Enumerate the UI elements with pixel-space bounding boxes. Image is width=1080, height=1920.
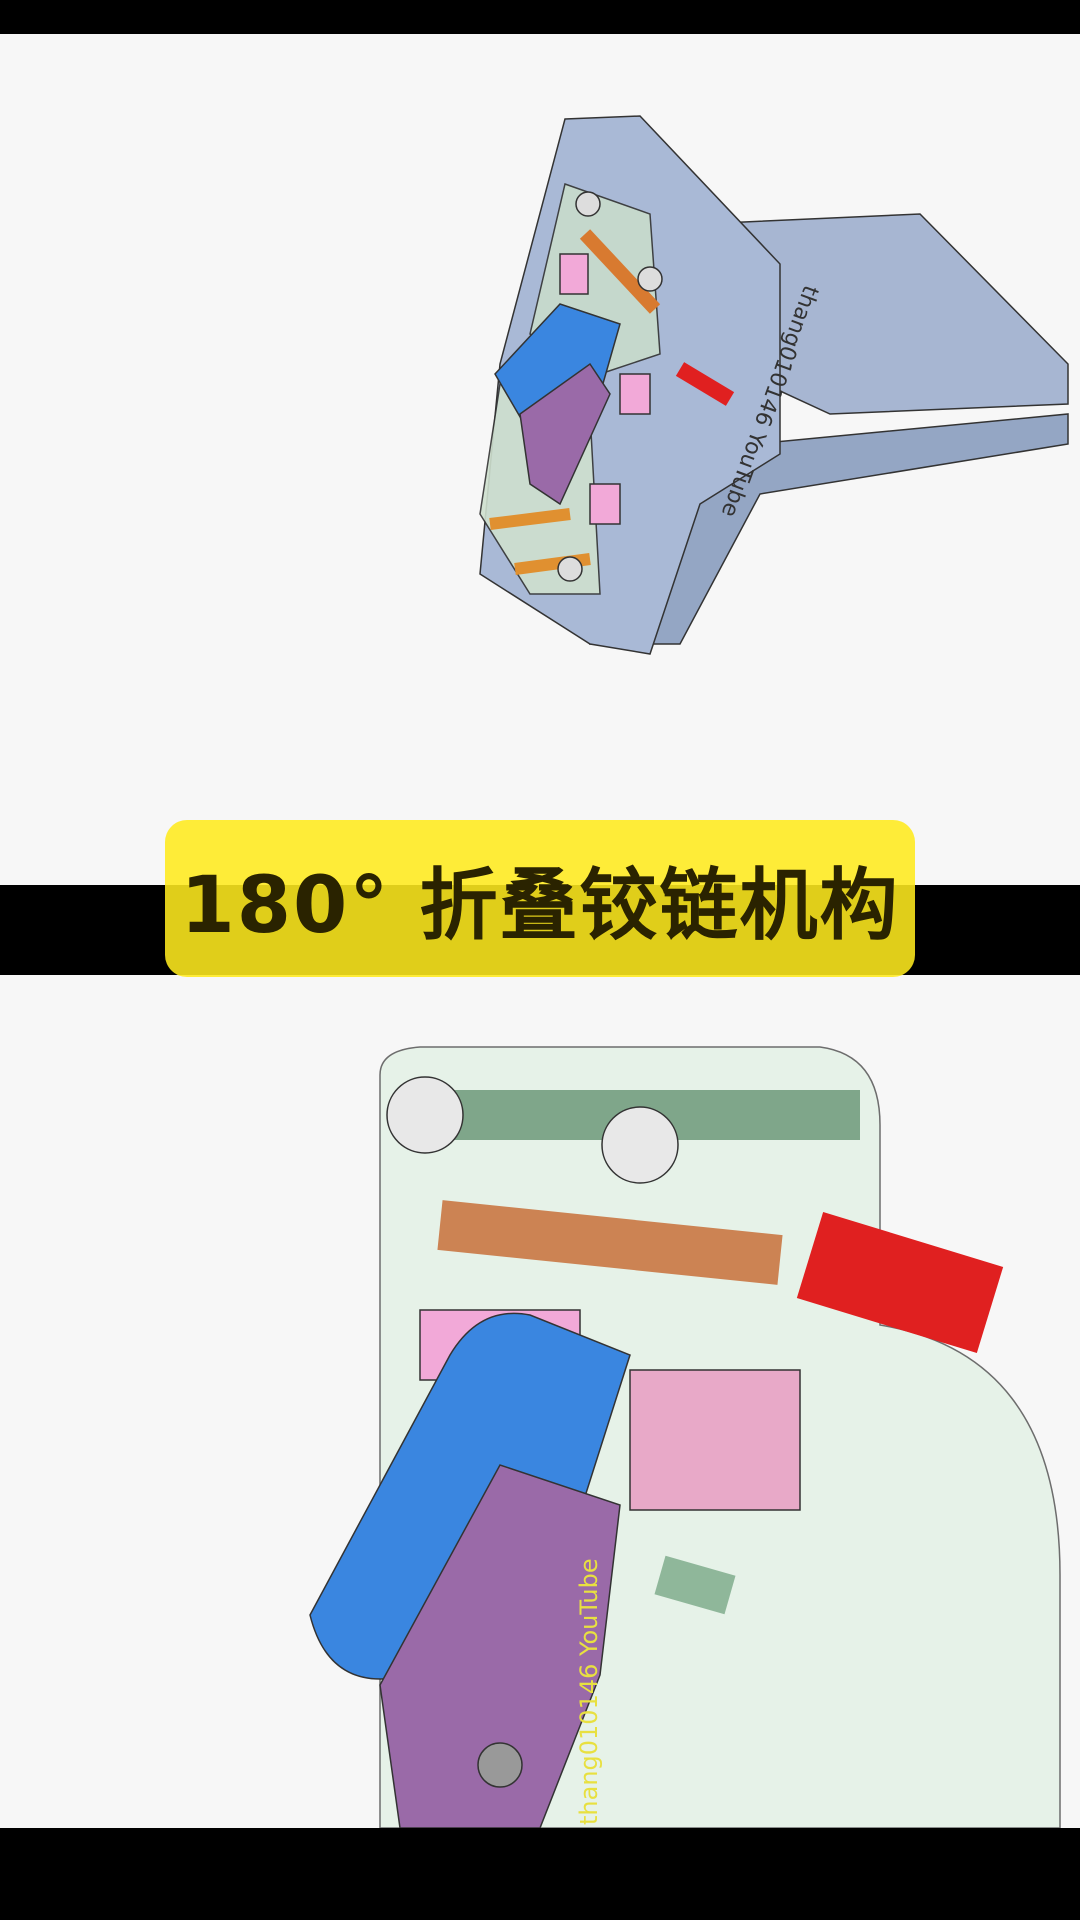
red-pin (796, 1211, 1004, 1354)
screw-icon (386, 1076, 464, 1154)
top-letterbox (0, 0, 1080, 34)
green-pin (654, 1555, 736, 1615)
orange-pin (437, 1200, 783, 1285)
red-pin (675, 362, 735, 406)
orange-pin (579, 229, 661, 314)
pink-block (559, 253, 589, 295)
orange-pin (489, 508, 571, 530)
bottom-letterbox (0, 1828, 1080, 1920)
pivot-hole (477, 1742, 523, 1788)
pink-block (589, 483, 621, 525)
title-text: 180° 折叠铰链机构 (180, 860, 900, 951)
screw-icon (637, 266, 663, 292)
screw-icon (601, 1106, 679, 1184)
pink-block (629, 1369, 801, 1511)
purple-link (379, 1464, 621, 1828)
screw-icon (557, 556, 583, 582)
screw-icon (575, 191, 601, 217)
hinge-render-folded: thang010146 YouTube (479, 115, 1069, 655)
pink-block (619, 373, 651, 415)
purple-link (519, 362, 611, 506)
title-banner: 180° 折叠铰链机构 (165, 820, 915, 977)
watermark-bottom: thang010146 YouTube (575, 1558, 603, 1825)
hinge-render-closeup: thang010146 YouTube (309, 1046, 1061, 1828)
